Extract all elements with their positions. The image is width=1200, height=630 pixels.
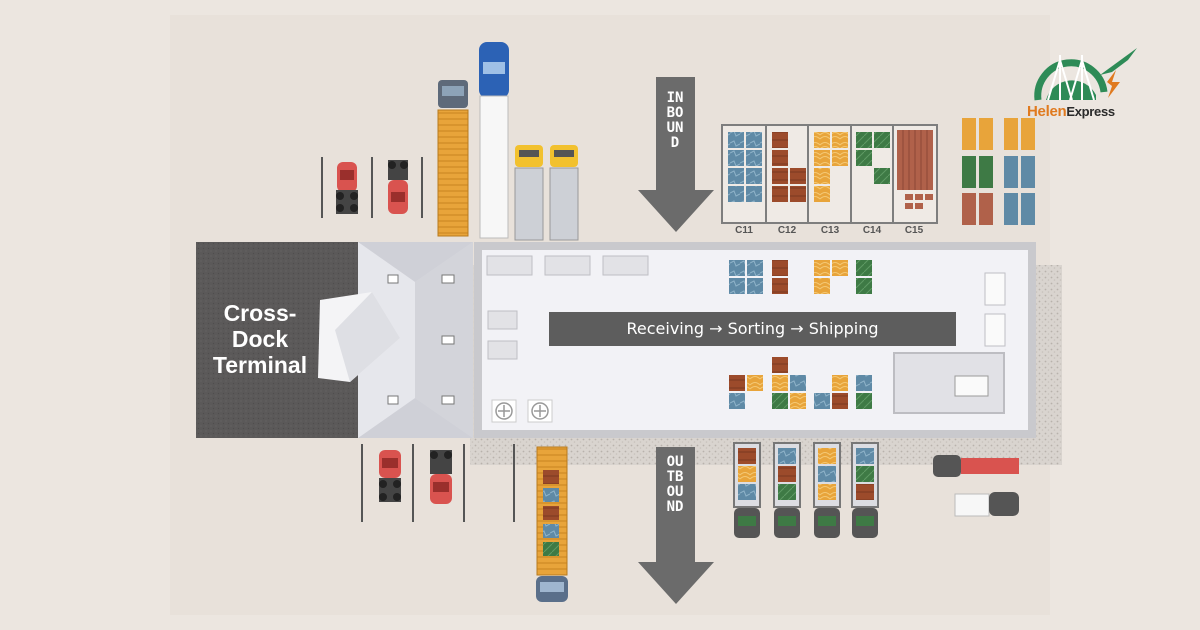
terminal-label-line2: Dock [231, 326, 289, 352]
terminal-roof [358, 242, 473, 438]
truck-red-side [933, 455, 1019, 477]
bay-label-c14: C14 [862, 225, 882, 236]
terminal-label-line3: Terminal [212, 352, 308, 378]
side-crate-stacks [962, 118, 1035, 225]
truck-yellow-2 [549, 145, 579, 241]
ventilation-fans [491, 399, 553, 423]
outbound-truck-1 [733, 442, 761, 538]
logo-suffix: Express [1066, 104, 1115, 119]
car-red-top-2 [388, 160, 408, 214]
helen-express-logo [1034, 48, 1137, 101]
inbound-crates-floor [729, 260, 872, 294]
terminal-entrance-cube [318, 292, 400, 382]
staging-pallet [954, 375, 989, 397]
car-red-top [336, 162, 358, 214]
outbound-truck-2 [773, 442, 801, 538]
bay-label-c15: C15 [904, 225, 924, 236]
car-red-bottom [379, 450, 401, 502]
parking-lines-top [321, 157, 515, 522]
inbound-arrow [638, 77, 714, 232]
lumber-truck-top [437, 80, 469, 237]
trailer-blue-cab [479, 42, 509, 239]
outbound-truck-4 [851, 442, 879, 538]
bay-label-c13: C13 [820, 225, 840, 236]
bay-label-c11: C11 [735, 225, 753, 236]
storage-bays [721, 124, 938, 224]
outbound-truck-3 [813, 442, 841, 538]
outbound-crates-floor [729, 357, 872, 409]
flow-banner [549, 312, 956, 346]
outbound-label: OUTBOUND [666, 454, 684, 515]
terminal-label-line1: Cross- [223, 300, 297, 326]
flow-label: Receiving → Sorting → Shipping [626, 319, 879, 338]
truck-white-side [954, 492, 1019, 517]
logo-brand: Helen [1027, 103, 1067, 120]
outbound-truck-long [536, 446, 568, 602]
logo-wordmark: HelenExpress [1027, 103, 1115, 120]
terminal-label: Cross- Dock Terminal [200, 300, 320, 378]
truck-yellow-1 [514, 145, 544, 241]
dock-desks [486, 255, 1006, 360]
outbound-arrow [638, 447, 714, 604]
inbound-label: INBOUND [666, 90, 684, 151]
car-red-bottom-2 [430, 450, 452, 504]
bay-label-c12: C12 [777, 225, 797, 236]
